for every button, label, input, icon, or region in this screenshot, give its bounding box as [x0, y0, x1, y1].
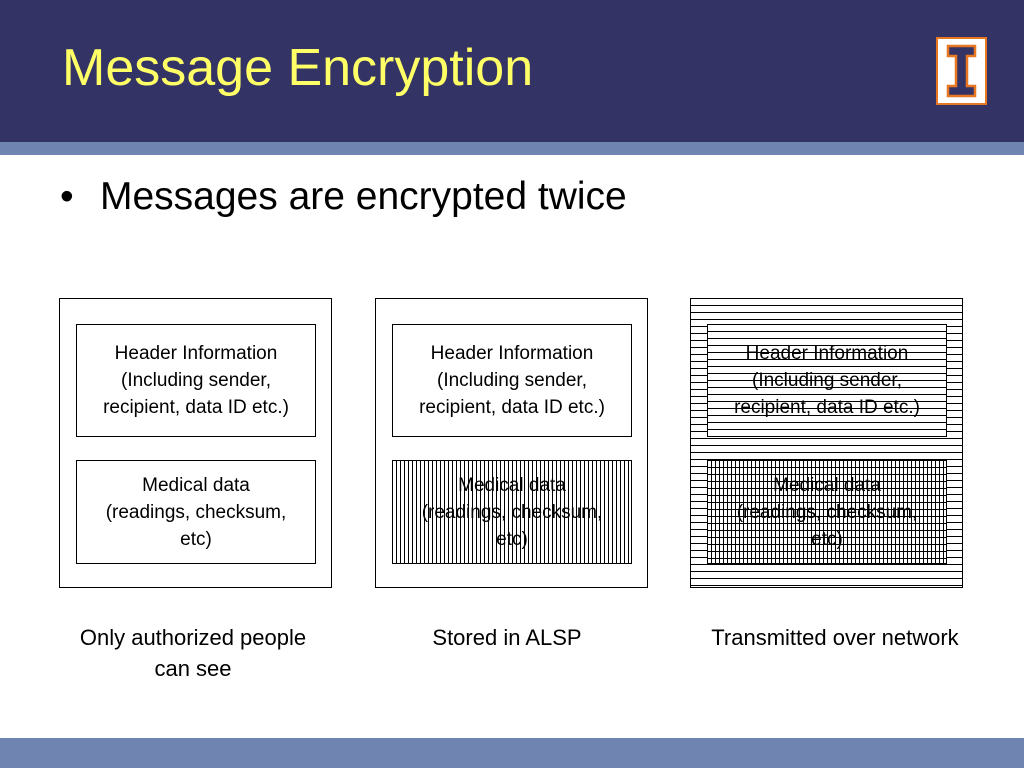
title-bar — [0, 0, 1024, 142]
caption-unencrypted: Only authorized people can see — [43, 622, 343, 684]
medical-data-box: Medical data (readings, checksum, etc) — [76, 460, 316, 564]
medical-data-text: Medical data — [773, 474, 881, 496]
header-info-text: Header Information — [114, 343, 278, 364]
header-info-box: Header Information (Including sender, re… — [392, 324, 632, 437]
footer-bar — [0, 738, 1024, 768]
encrypted-header-info-box: Header Information (Including sender, re… — [707, 324, 947, 437]
header-info-text: (Including sender, — [752, 370, 902, 391]
caption-text: Only authorized people — [79, 625, 307, 650]
medical-data-text: etc) — [496, 528, 528, 550]
panel-stored: Header Information (Including sender, re… — [375, 298, 648, 588]
header-info-text: (Including sender, — [437, 370, 587, 391]
title-accent-stripe — [0, 142, 1024, 155]
header-info-text: recipient, data ID etc.) — [734, 397, 920, 418]
header-info-text: recipient, data ID etc.) — [103, 397, 289, 418]
caption-transmitted: Transmitted over network — [685, 622, 985, 653]
header-info-text: Header Information — [745, 343, 909, 364]
encrypted-medical-data-box: Medical data (readings, checksum, etc) — [392, 460, 632, 564]
medical-data-text: (readings, checksum, — [105, 501, 287, 523]
medical-data-text: (readings, checksum, — [736, 501, 918, 523]
bullet-text: Messages are encrypted twice — [100, 175, 627, 218]
caption-stored: Stored in ALSP — [357, 622, 657, 653]
medical-data-text: etc) — [180, 528, 212, 550]
medical-data-text: Medical data — [142, 474, 250, 496]
medical-data-text: etc) — [811, 528, 843, 550]
header-info-box: Header Information (Including sender, re… — [76, 324, 316, 437]
double-encrypted-medical-data-box: Medical data (readings, checksum, etc) — [707, 460, 947, 564]
panel-unencrypted: Header Information (Including sender, re… — [59, 298, 332, 588]
caption-text: can see — [154, 656, 232, 681]
medical-data-text: Medical data — [458, 474, 566, 496]
university-logo-icon — [936, 37, 987, 105]
caption-text: Stored in ALSP — [432, 625, 582, 650]
bullet-marker: • — [60, 175, 74, 218]
panel-transmitted: Header Information (Including sender, re… — [690, 298, 963, 588]
header-info-text: recipient, data ID etc.) — [419, 397, 605, 418]
caption-text: Transmitted over network — [711, 625, 959, 650]
bullet-item: • Messages are encrypted twice — [60, 172, 627, 222]
medical-data-text: (readings, checksum, — [421, 501, 603, 523]
slide-title: Message Encryption — [62, 39, 534, 97]
header-info-text: (Including sender, — [121, 370, 271, 391]
header-info-text: Header Information — [430, 343, 594, 364]
